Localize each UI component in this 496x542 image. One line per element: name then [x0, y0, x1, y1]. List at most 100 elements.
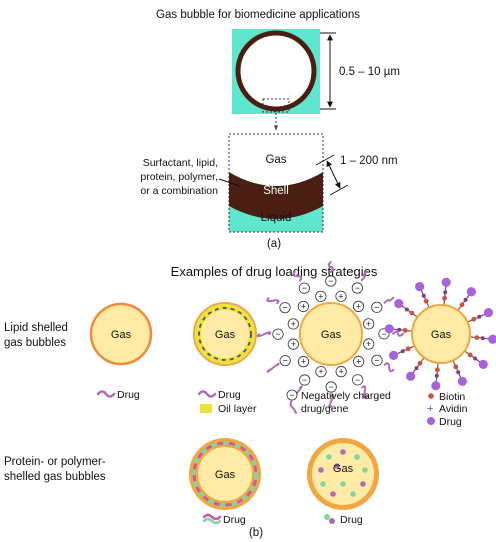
- plus-charge: [353, 355, 365, 368]
- charged-drug-tail: [292, 270, 303, 282]
- charged-drug-tail: [328, 393, 335, 409]
- plus-sign: +: [291, 319, 296, 329]
- zoomed-shell-section: [229, 136, 323, 232]
- ligand-linker: [412, 357, 425, 374]
- gas-text-4: Gas: [431, 329, 452, 341]
- legend-charged-line-2: drug/gene: [301, 403, 348, 415]
- ligand-linker: [443, 286, 447, 306]
- lipid-bubble-oil-layer: Gas: [193, 302, 257, 366]
- drug-icon-5: [202, 513, 222, 525]
- minus-sign: −: [282, 303, 287, 313]
- biotin-dot: [459, 302, 465, 308]
- ligand-linker: [467, 313, 486, 323]
- plus-sign: +: [339, 367, 344, 377]
- shell-material-line-1: Surfactant, lipid,: [143, 157, 218, 169]
- drug-particle: [350, 491, 356, 497]
- protein-bubble-particles: Gas: [307, 438, 379, 510]
- biotin-dot: [405, 346, 411, 352]
- ligand-linker: [469, 336, 489, 340]
- avidin-legend-mark: +: [427, 403, 433, 415]
- legend-drug-5: Drug: [223, 514, 246, 526]
- drug-particle: [354, 454, 360, 460]
- ligand-drug-legend-dot: [427, 417, 435, 425]
- avidin-dot: [463, 297, 468, 302]
- ligand-drug-dot: [406, 371, 416, 381]
- minus-charge: [298, 282, 310, 294]
- lipid-bubble-plain: Gas: [89, 302, 153, 366]
- plus-sign: +: [356, 301, 361, 311]
- caption-b: (b): [249, 527, 263, 539]
- legend-drug-4: Drug: [439, 416, 462, 428]
- ligand-linker: [457, 294, 470, 311]
- lipid-bubble-biotin-avidin: Gas: [384, 277, 496, 391]
- avidin-dot: [404, 307, 409, 312]
- row1-label-line-2: gas bubbles: [4, 337, 66, 349]
- plus-charge: [297, 300, 309, 313]
- ligand-drug-dot: [384, 324, 394, 334]
- minus-sign: −: [355, 375, 360, 385]
- drug-particle: [330, 491, 336, 497]
- ligand-drug-dot: [441, 277, 451, 287]
- ligand-linker: [452, 360, 462, 379]
- plus-sign: +: [301, 357, 306, 367]
- plus-charge: [352, 300, 365, 312]
- ligand-linker: [393, 328, 413, 332]
- drug-icon-6: [324, 514, 335, 524]
- ligand-drug-dot: [478, 359, 488, 369]
- charged-drug-tail: [256, 331, 272, 338]
- gas-text-2: Gas: [215, 329, 236, 341]
- plus-charge: [363, 338, 375, 350]
- legend-biotin: Biotin: [439, 391, 465, 403]
- plus-sign: +: [366, 319, 371, 329]
- avidin-dot: [421, 293, 426, 298]
- biotin-dot: [471, 316, 477, 322]
- ligand-ring: [384, 277, 496, 391]
- ligand-linker: [401, 305, 418, 318]
- lipid-bubble-charged: Gas +−+−+−+−+−+−+−+−+−+−+−+−: [256, 261, 404, 409]
- plus-charge: [335, 366, 347, 378]
- legend-charged-line-1: Negatively charged: [301, 390, 391, 402]
- minus-charge: [371, 301, 383, 313]
- charged-drug-tail: [392, 330, 404, 337]
- biotin-dot: [409, 310, 415, 316]
- row1-label-line-1: Lipid shelled: [4, 322, 68, 334]
- biotin-dot: [474, 335, 480, 340]
- avidin-dot: [397, 327, 402, 332]
- ligand-linker: [420, 289, 430, 308]
- legend-drug-6: Drug: [340, 514, 363, 526]
- plus-sign: +: [318, 291, 323, 301]
- drug-particle: [318, 467, 324, 473]
- ligand-drug-dot: [483, 308, 494, 318]
- charged-drug-tail: [360, 270, 368, 282]
- shell-dim-arrow: [326, 160, 341, 189]
- drug-particle: [326, 454, 332, 460]
- minus-sign: −: [283, 356, 288, 366]
- drug-particle: [360, 481, 366, 487]
- biotin-dot: [442, 295, 447, 301]
- minus-charge: [325, 275, 337, 287]
- avidin-dot: [400, 349, 405, 354]
- ligand-drug-dot: [466, 287, 476, 297]
- minus-sign: −: [381, 329, 386, 339]
- ligand-drug-dot: [488, 334, 496, 344]
- avidin-dot: [414, 366, 419, 371]
- size-label: 0.5 – 10 µm: [339, 66, 400, 78]
- drug-particle: [362, 467, 368, 473]
- minus-charge: [279, 355, 291, 367]
- protein-bubble-drug-shell: Gas: [189, 438, 261, 510]
- legend-avidin: Avidin: [439, 403, 468, 415]
- shell-material-line-3: or a combination: [140, 185, 218, 197]
- minus-sign: −: [374, 355, 379, 365]
- shell-dim-line-bottom: [329, 184, 349, 196]
- minus-charge: [325, 381, 337, 393]
- minus-sign: −: [374, 302, 379, 312]
- plus-sign: +: [356, 357, 361, 367]
- plus-sign: +: [338, 291, 343, 301]
- caption-a: (a): [267, 238, 281, 250]
- avidin-dot: [443, 290, 448, 295]
- oil-layer-swatch: [200, 404, 212, 413]
- biotin-dot: [402, 328, 408, 333]
- row2-label-line-1: Protein- or polymer-: [4, 456, 106, 468]
- ligand-linker: [464, 350, 481, 363]
